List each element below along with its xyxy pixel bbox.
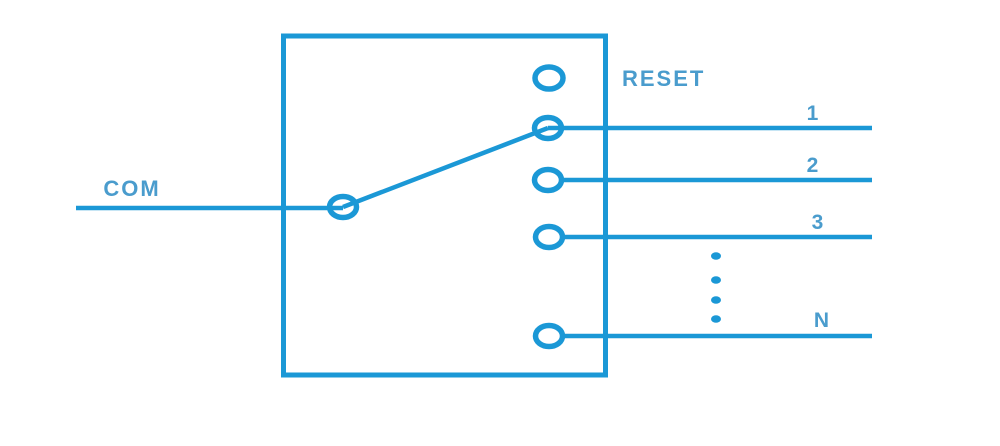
ellipsis-dot (711, 252, 721, 260)
output-terminal-2 (531, 166, 565, 194)
output-label-2: 2 (807, 154, 820, 177)
output-label-1: 1 (807, 102, 820, 125)
switch-body-box (281, 33, 608, 378)
ellipsis-dot (711, 315, 721, 323)
com-label: COM (103, 176, 160, 201)
ellipsis-dot (711, 296, 721, 304)
reset-label: RESET (622, 66, 705, 91)
output-label-n: N (814, 309, 830, 332)
output-terminal-1 (531, 114, 565, 142)
reset-terminal (532, 64, 566, 92)
output-terminal-3 (532, 223, 566, 251)
switch-arm (342, 125, 549, 210)
output-terminal-n (532, 322, 566, 350)
output-label-3: 3 (812, 211, 825, 234)
ellipsis-dot (711, 276, 721, 284)
com-pivot-terminal (326, 193, 360, 221)
